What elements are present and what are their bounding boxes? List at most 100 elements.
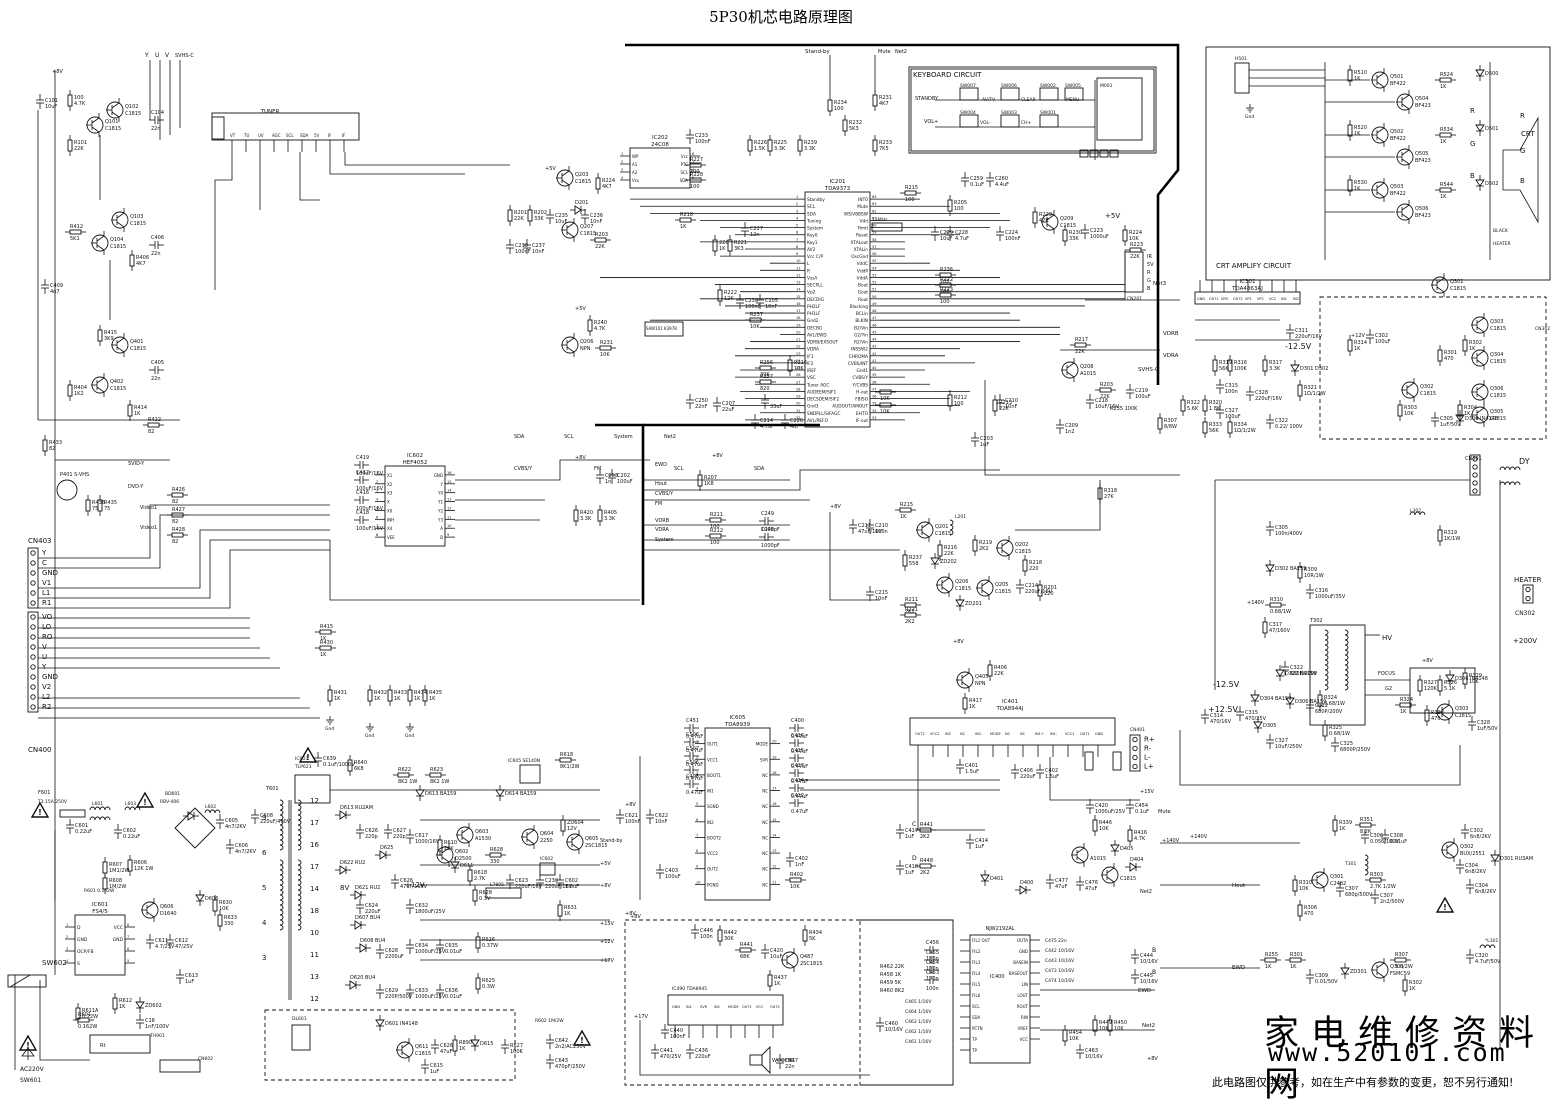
resistor-value: 22K [999, 406, 1009, 412]
resistor-value: 10K [880, 409, 890, 415]
resistor-label: R422 [148, 417, 161, 423]
r46x: R458 1K [880, 972, 902, 978]
capacitor-label: C440 [670, 1028, 683, 1034]
capacitor-value: 22n [151, 126, 161, 132]
resistor-value: 22K [1100, 394, 1110, 400]
ic605-ref: IC605 [730, 715, 746, 721]
ic201-pin-number: 17 [796, 309, 800, 313]
warning-icon: ! [143, 798, 147, 807]
ic201-pin: VDRB/EXSOUT [807, 340, 839, 346]
resistor-value: 47/160V [1269, 628, 1291, 634]
svhs-connector: P401 S-VHS [60, 472, 89, 478]
transformer-pin: 10 [310, 929, 319, 937]
ic400-pin: OUTA [1017, 938, 1028, 943]
ic605-pin: SGND [707, 804, 719, 809]
resistor-value: 27K [1104, 494, 1114, 500]
capacitor-label: C400 [791, 718, 804, 724]
capacitor-value: 6800P/250V [1340, 747, 1371, 753]
resistor-label: R322 [1187, 400, 1200, 406]
capacitor-value: 22n [151, 251, 161, 257]
ic602-pin-number: 2 [376, 480, 378, 484]
transistor-part: BF423 [1415, 103, 1431, 109]
key-switch: SW005 [1065, 83, 1081, 89]
ic602-pin-number: 6 [376, 515, 378, 519]
resistor-label: R402 [790, 872, 803, 878]
resistor-label: R601 [78, 1012, 91, 1018]
ic201-pin: VDRA [807, 347, 819, 353]
resistor-value: 8K2 1W [430, 779, 449, 785]
resistor-label: R327 [1424, 680, 1437, 686]
resistor-label: R890 [459, 1040, 472, 1046]
transistor-part: NPN [975, 681, 986, 687]
ic201-pin: Key0 [807, 233, 818, 239]
ic602-pin: A [440, 526, 443, 531]
cn401-pin: R- [1144, 745, 1152, 753]
ic602-pin: X [387, 500, 390, 505]
capacitor-label: C506 [686, 732, 699, 738]
ic602-part: HEF4052 [403, 460, 428, 466]
ic490-pin: VCC [756, 1005, 764, 1009]
ic602-pin-number: 5 [376, 506, 378, 510]
ic400-pin: PCTN [972, 1026, 983, 1031]
capacitor-label: C405 [151, 360, 164, 366]
ic201-pin-number: 47 [872, 316, 876, 320]
v125m2-label: -12.5V [1213, 680, 1240, 689]
ic401-part: TDA8944J [996, 706, 1024, 712]
resistor-value: 10K [1099, 826, 1109, 832]
ic202-pin: WP [632, 154, 639, 159]
ic201-pin-number: 5 [796, 224, 798, 228]
watermark-url: www.520101.com [1268, 1038, 1507, 1067]
capacitor-label: C455 [926, 950, 939, 956]
ic605b [519, 764, 541, 784]
resistor-value: 0.68/1W [1324, 701, 1345, 707]
ic201-pin: CVBS/INT [848, 361, 868, 367]
capacitor-value: 100uF/16V [356, 471, 384, 477]
r-out: R [1470, 107, 1475, 115]
capacitor-label: C307 [1345, 886, 1358, 892]
g-out: G [1470, 140, 1475, 148]
capacitor-label: C418 [905, 864, 918, 870]
c47x: C442 10/16V [1045, 948, 1075, 954]
capacitor-value: 470/16V [1210, 719, 1232, 725]
ic605-pin: NC [762, 773, 768, 778]
ic202-pin-number: 6 [692, 168, 694, 172]
v200-label: +200V [1513, 637, 1537, 645]
diode-label: D613 RU2AM [340, 805, 373, 811]
ic605-pin-number: 13 [772, 849, 776, 853]
resistor-label: R326 [1444, 680, 1457, 686]
l603: L603 [125, 801, 136, 807]
capacitor-label: C311 [1295, 328, 1308, 334]
transistor-label: Q206 [955, 579, 968, 585]
ic605-body [704, 727, 771, 901]
resistor-label: R201 [514, 210, 527, 216]
ic201-pin: VddP [857, 268, 868, 274]
ic201-pin: Y/CVBS [851, 382, 868, 388]
capacitor-value: 1n2 [1065, 429, 1075, 435]
capacitor-value: 100K [510, 1049, 524, 1055]
resistor-value: 82 [172, 519, 178, 525]
sw601-label: SW601 [20, 1077, 41, 1084]
v8h: +8V [1147, 1056, 1158, 1062]
ic400-pin: LIN [1022, 982, 1028, 987]
capacitor-value: 100uF [1135, 394, 1151, 400]
resistor-label: R406 [136, 255, 149, 261]
resistor-label: R351 [1360, 817, 1373, 823]
ic201-pin: DECBG [807, 325, 822, 331]
ic201-pin: DECDIG [807, 297, 824, 303]
resistor-value: 1K [1265, 964, 1272, 970]
c47x: C473 10/16V [1045, 968, 1075, 974]
capacitor-value: 10/16V [1085, 1054, 1103, 1060]
resistor-label: R412 [70, 224, 83, 230]
capacitor-label: C210 [875, 523, 888, 529]
b-l: B [1152, 947, 1156, 954]
diode-label: D625 [380, 845, 393, 851]
ic201-pin: IF1 [807, 354, 814, 360]
capacitor-value: 1.0uF [565, 884, 579, 890]
ic201-pin-number: 50 [872, 295, 876, 299]
capacitor-value: 2n2/AC250V [555, 1044, 587, 1050]
ic301-pin: VP2 [1257, 297, 1264, 301]
ic201-pin-number: 32 [796, 416, 800, 420]
resistor-label: R520 [1354, 125, 1367, 131]
capacitor-value: 0.01uF [1390, 839, 1407, 845]
svhs-c2: SVHS-C [1138, 367, 1159, 373]
